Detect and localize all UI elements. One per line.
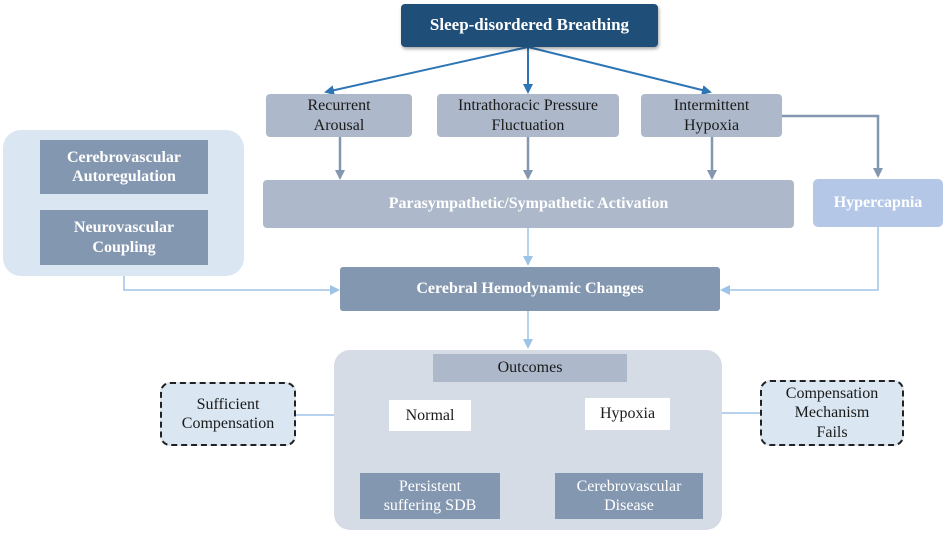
cerebrovascular-disease-node: Cerebrovascular Disease	[555, 473, 703, 519]
recurrent-arousal-node: Recurrent Arousal	[266, 94, 412, 137]
activation-node: Parasympathetic/Sympathetic Activation	[263, 180, 794, 228]
sleep-disordered-breathing-label: Sleep-disordered Breathing	[429, 15, 630, 35]
compensation-fails-node: Compensation Mechanism Fails	[760, 380, 904, 446]
hemodynamic-changes-node: Cerebral Hemodynamic Changes	[340, 267, 720, 311]
activation-label: Parasympathetic/Sympathetic Activation	[388, 195, 669, 213]
hypercapnia-label: Hypercapnia	[833, 194, 923, 212]
hemodynamic-changes-label: Cerebral Hemodynamic Changes	[416, 280, 644, 298]
intrathoracic-node: Intrathoracic Pressure Fluctuation	[437, 94, 619, 137]
neurovascular-coupling-label: Neurovascular Coupling	[73, 219, 175, 256]
sufficient-compensation-node: Sufficient Compensation	[160, 382, 296, 446]
hypoxia-outcome-label: Hypoxia	[599, 405, 656, 423]
arrow-hypoxia-to-hypercapnia	[782, 114, 883, 178]
persistent-sdb-node: Persistent suffering SDB	[360, 473, 500, 519]
sleep-disordered-breathing-node: Sleep-disordered Breathing	[401, 4, 658, 47]
intermittent-hypoxia-node: Intermittent Hypoxia	[641, 94, 782, 137]
arrow-regulation-to-hemodynamic	[123, 276, 340, 295]
arrow-title-to-hypoxia	[527, 46, 712, 95]
hypoxia-outcome-node: Hypoxia	[585, 398, 670, 430]
intermittent-hypoxia-label: Intermittent Hypoxia	[673, 97, 750, 134]
neurovascular-coupling-node: Neurovascular Coupling	[40, 210, 208, 265]
normal-label: Normal	[405, 406, 455, 424]
compensation-fails-label: Compensation Mechanism Fails	[785, 385, 879, 441]
cerebrovascular-autoregulation-node: Cerebrovascular Autoregulation	[40, 140, 208, 194]
arrow-hypercapnia-to-hemodynamic	[720, 227, 879, 295]
cerebrovascular-disease-label: Cerebrovascular Disease	[576, 477, 682, 514]
hypercapnia-node: Hypercapnia	[813, 179, 943, 227]
persistent-sdb-label: Persistent suffering SDB	[383, 477, 477, 514]
intrathoracic-label: Intrathoracic Pressure Fluctuation	[458, 97, 598, 134]
cerebrovascular-autoregulation-label: Cerebrovascular Autoregulation	[66, 148, 182, 185]
arrow-title-to-arousal	[324, 46, 529, 96]
outcomes-title: Outcomes	[433, 354, 627, 382]
recurrent-arousal-label: Recurrent Arousal	[307, 97, 371, 134]
outcomes-title-label: Outcomes	[497, 359, 563, 377]
sufficient-compensation-label: Sufficient Compensation	[181, 395, 275, 432]
normal-node: Normal	[389, 400, 471, 431]
